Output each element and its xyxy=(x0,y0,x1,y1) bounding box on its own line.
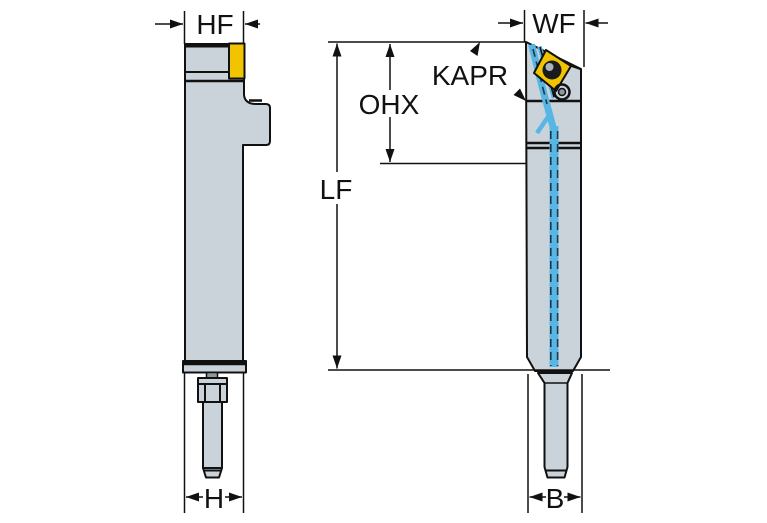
right-pin xyxy=(537,372,573,479)
h-label: H xyxy=(204,483,224,514)
wf-label: WF xyxy=(532,8,576,39)
clamp-screw-inner xyxy=(557,87,567,97)
kapr-label: KAPR xyxy=(432,60,508,91)
right-view xyxy=(525,41,582,479)
kapr-arrow-top xyxy=(470,42,480,56)
b-label: B xyxy=(546,483,565,514)
lf-label: LF xyxy=(320,174,353,205)
insert-hole-highlight xyxy=(545,63,554,71)
left-pin-tip xyxy=(202,467,223,479)
left-insert xyxy=(228,42,246,80)
hf-label: HF xyxy=(196,9,233,40)
left-boss xyxy=(197,377,228,403)
left-body xyxy=(184,43,271,362)
left-pin xyxy=(202,401,223,469)
left-view xyxy=(182,42,271,479)
right-head-facet-edge xyxy=(570,65,582,71)
ohx-label: OHX xyxy=(359,89,420,120)
kapr-arrow-edge xyxy=(513,88,526,101)
clamp-screw-outer xyxy=(553,83,571,101)
dimensions: HF WF KAPR OHX LF H B xyxy=(155,8,610,514)
coolant-branch xyxy=(535,115,550,135)
